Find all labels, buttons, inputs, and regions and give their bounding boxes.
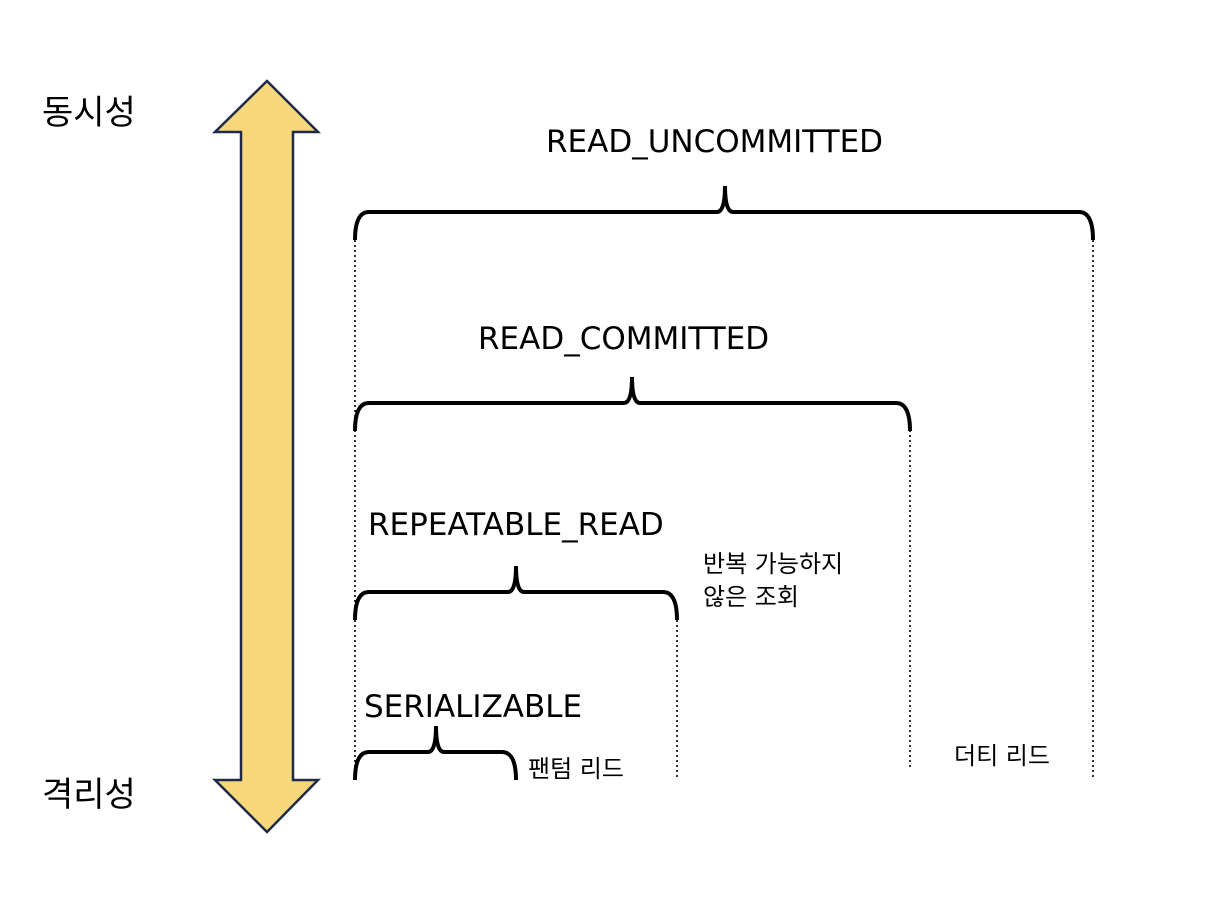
brace-serializable (353, 725, 518, 781)
phantom-read-label: 팬텀 리드 (528, 755, 624, 783)
concurrency-label: 동시성 (42, 93, 136, 133)
brace-read-uncommitted (353, 185, 1095, 241)
level-label-serializable: SERIALIZABLE (364, 689, 582, 725)
level-label-repeatable-read: REPEATABLE_READ (368, 507, 664, 543)
brace-repeatable-read (353, 565, 679, 621)
dirty-read-label: 더티 리드 (954, 742, 1050, 770)
level-label-read-committed: READ_COMMITTED (478, 321, 769, 357)
non-repeatable-read-label-1: 반복 가능하지 (703, 550, 843, 578)
double-arrow-icon (211, 79, 322, 834)
isolation-label: 격리성 (42, 775, 136, 815)
brace-read-committed (353, 376, 912, 432)
dotted-guides (354, 240, 1094, 780)
non-repeatable-read-label-2: 않은 조회 (703, 583, 799, 611)
level-label-read-uncommitted: READ_UNCOMMITTED (546, 124, 883, 160)
